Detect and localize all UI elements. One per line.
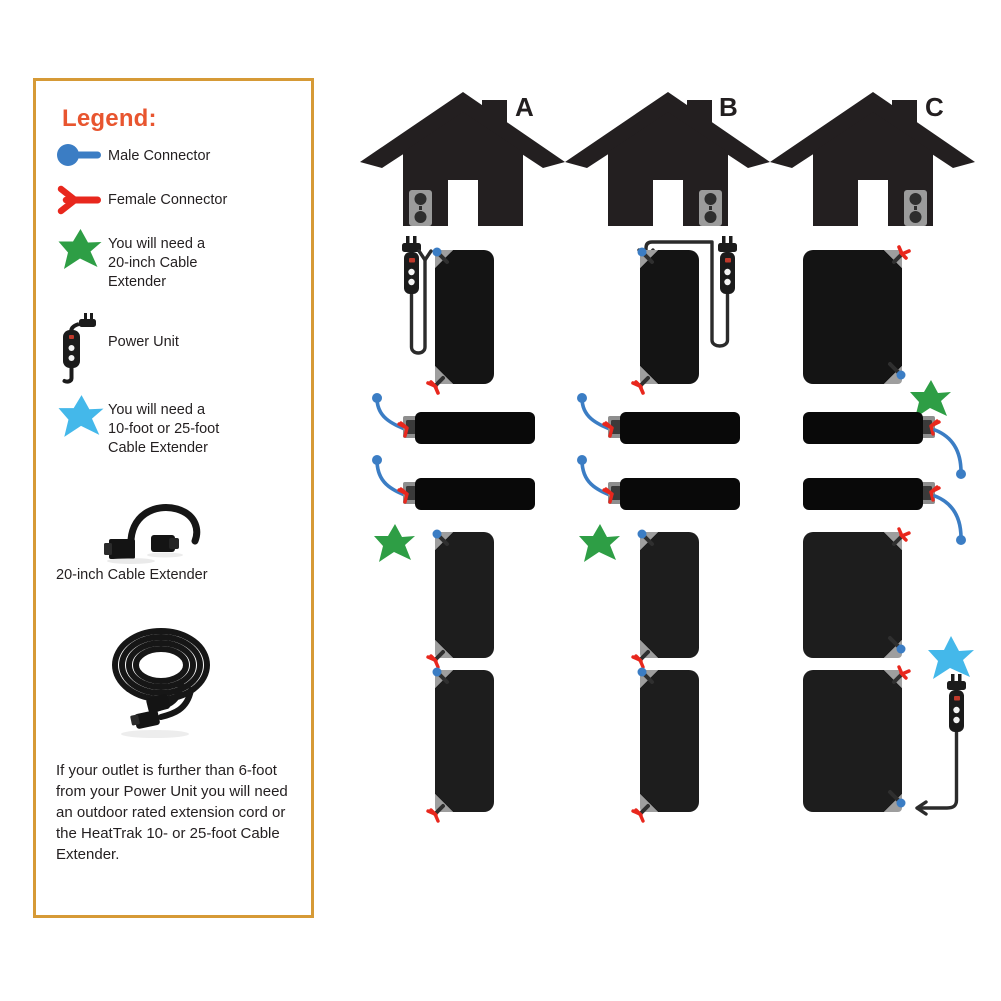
mat-a-2 [397, 412, 535, 444]
legend-item-label-blue-star: You will need a 10-foot or 25-foot Cable… [108, 402, 220, 456]
mat-b-1 [631, 247, 699, 395]
mat-a-1-male-connector [432, 247, 449, 264]
mat-a-3 [397, 478, 535, 510]
legend-item-label-power-unit: Power Unit [108, 334, 179, 350]
cable-c-1 [933, 428, 966, 479]
green-star-c [910, 380, 951, 418]
mat-c-1-male-connector [888, 362, 906, 380]
legend-panel [33, 78, 314, 918]
mat-b-3 [602, 478, 740, 510]
mat-a-5 [426, 667, 494, 823]
mat-a-4-female-connector [426, 650, 445, 669]
mat-b-2 [602, 412, 740, 444]
extender-caption: 20-inch Cable Extender [56, 567, 208, 583]
legend-title: Legend: [62, 105, 157, 132]
mat-b-1-male-connector [637, 247, 654, 264]
green-star-a [374, 524, 415, 562]
mat-a-5-female-connector [426, 804, 445, 823]
mat-c-4-male-connector [888, 636, 906, 654]
column-c-layout [765, 232, 1000, 852]
mat-a-1-body [435, 250, 494, 384]
mat-a-1-female-connector [426, 376, 445, 395]
column-b-layout [560, 232, 790, 852]
mat-c-5-male-connector [888, 790, 906, 808]
mat-a-5-male-connector [432, 667, 449, 684]
green-star-b [579, 524, 620, 562]
mat-a-4-male-connector [432, 529, 449, 546]
legend-item-label-male: Male Connector [108, 148, 211, 164]
mat-c-4 [803, 527, 911, 658]
female-connector-icon [56, 185, 102, 215]
column-letter-b: B [719, 92, 738, 122]
house-b [565, 88, 770, 226]
power-unit-icon [58, 310, 102, 386]
mat-a-4 [426, 529, 494, 669]
mat-c-1 [803, 245, 911, 384]
house-c [770, 88, 975, 226]
mat-b-4-female-connector [631, 650, 650, 669]
cable-c-2 [933, 494, 966, 545]
column-a-layout [355, 232, 585, 852]
male-connector-icon [56, 143, 102, 167]
mat-b-4-male-connector [637, 529, 654, 546]
mat-b-5 [631, 667, 699, 823]
house-a [360, 88, 565, 226]
short-cable-extender-image [95, 495, 225, 564]
mat-c-2 [803, 412, 941, 444]
legend-item-label-green-star: You will need a 20-inch Cable Extender [108, 236, 206, 290]
mat-c-3 [803, 478, 941, 510]
power-unit-c [915, 674, 966, 816]
outlet-distance-note: If your outlet is further than 6-foot fr… [56, 762, 288, 863]
long-cable-extender-image [95, 618, 235, 748]
column-letter-c: C [925, 92, 944, 122]
mat-b-4 [631, 529, 699, 669]
mat-c-4-female-connector [892, 527, 911, 546]
mat-c-1-female-connector [892, 245, 911, 264]
power-unit-b [637, 236, 737, 348]
mat-b-5-female-connector [631, 804, 650, 823]
mat-c-5-female-connector [892, 665, 911, 684]
green-star-icon [58, 228, 102, 270]
mat-b-5-male-connector [637, 667, 654, 684]
legend-item-label-female: Female Connector [108, 192, 228, 208]
power-unit-a [402, 236, 433, 355]
blue-star-c [928, 636, 974, 679]
mat-c-5 [803, 665, 911, 812]
mat-b-1-female-connector [631, 376, 650, 395]
column-letter-a: A [515, 92, 534, 122]
blue-star-icon [58, 394, 104, 438]
